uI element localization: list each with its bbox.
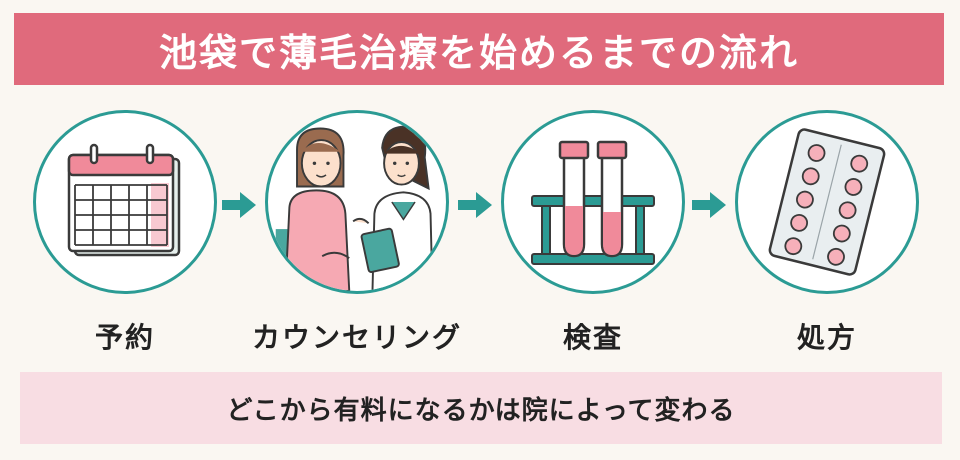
step-reservation: 予約 bbox=[30, 110, 220, 356]
step-label: 検査 bbox=[562, 321, 623, 354]
step-circle bbox=[501, 110, 685, 294]
note-text: どこから有料になるかは院によって変わる bbox=[226, 395, 736, 426]
step-circle bbox=[735, 110, 919, 294]
step-test: 検査 bbox=[498, 110, 688, 356]
step-prescription: 処方 bbox=[732, 110, 922, 356]
arrow-icon bbox=[458, 192, 492, 218]
title-banner: 池袋で薄毛治療を始めるまでの流れ bbox=[14, 13, 944, 85]
step-label: 処方 bbox=[796, 321, 857, 354]
arrow-icon bbox=[692, 192, 726, 218]
calendar-icon bbox=[67, 143, 181, 257]
arrow-icon bbox=[222, 192, 256, 218]
step-circle bbox=[33, 110, 217, 294]
pill-pack-icon bbox=[768, 128, 886, 276]
note-box: どこから有料になるかは院によって変わる bbox=[20, 372, 942, 444]
test-tube-icon bbox=[531, 140, 655, 265]
step-label: 予約 bbox=[94, 321, 155, 354]
step-label: カウンセリング bbox=[252, 321, 463, 354]
consultation-icon bbox=[275, 125, 434, 291]
step-counseling: カウンセリング bbox=[252, 110, 460, 356]
page-title: 池袋で薄毛治療を始めるまでの流れ bbox=[158, 30, 799, 75]
step-circle bbox=[265, 110, 449, 294]
